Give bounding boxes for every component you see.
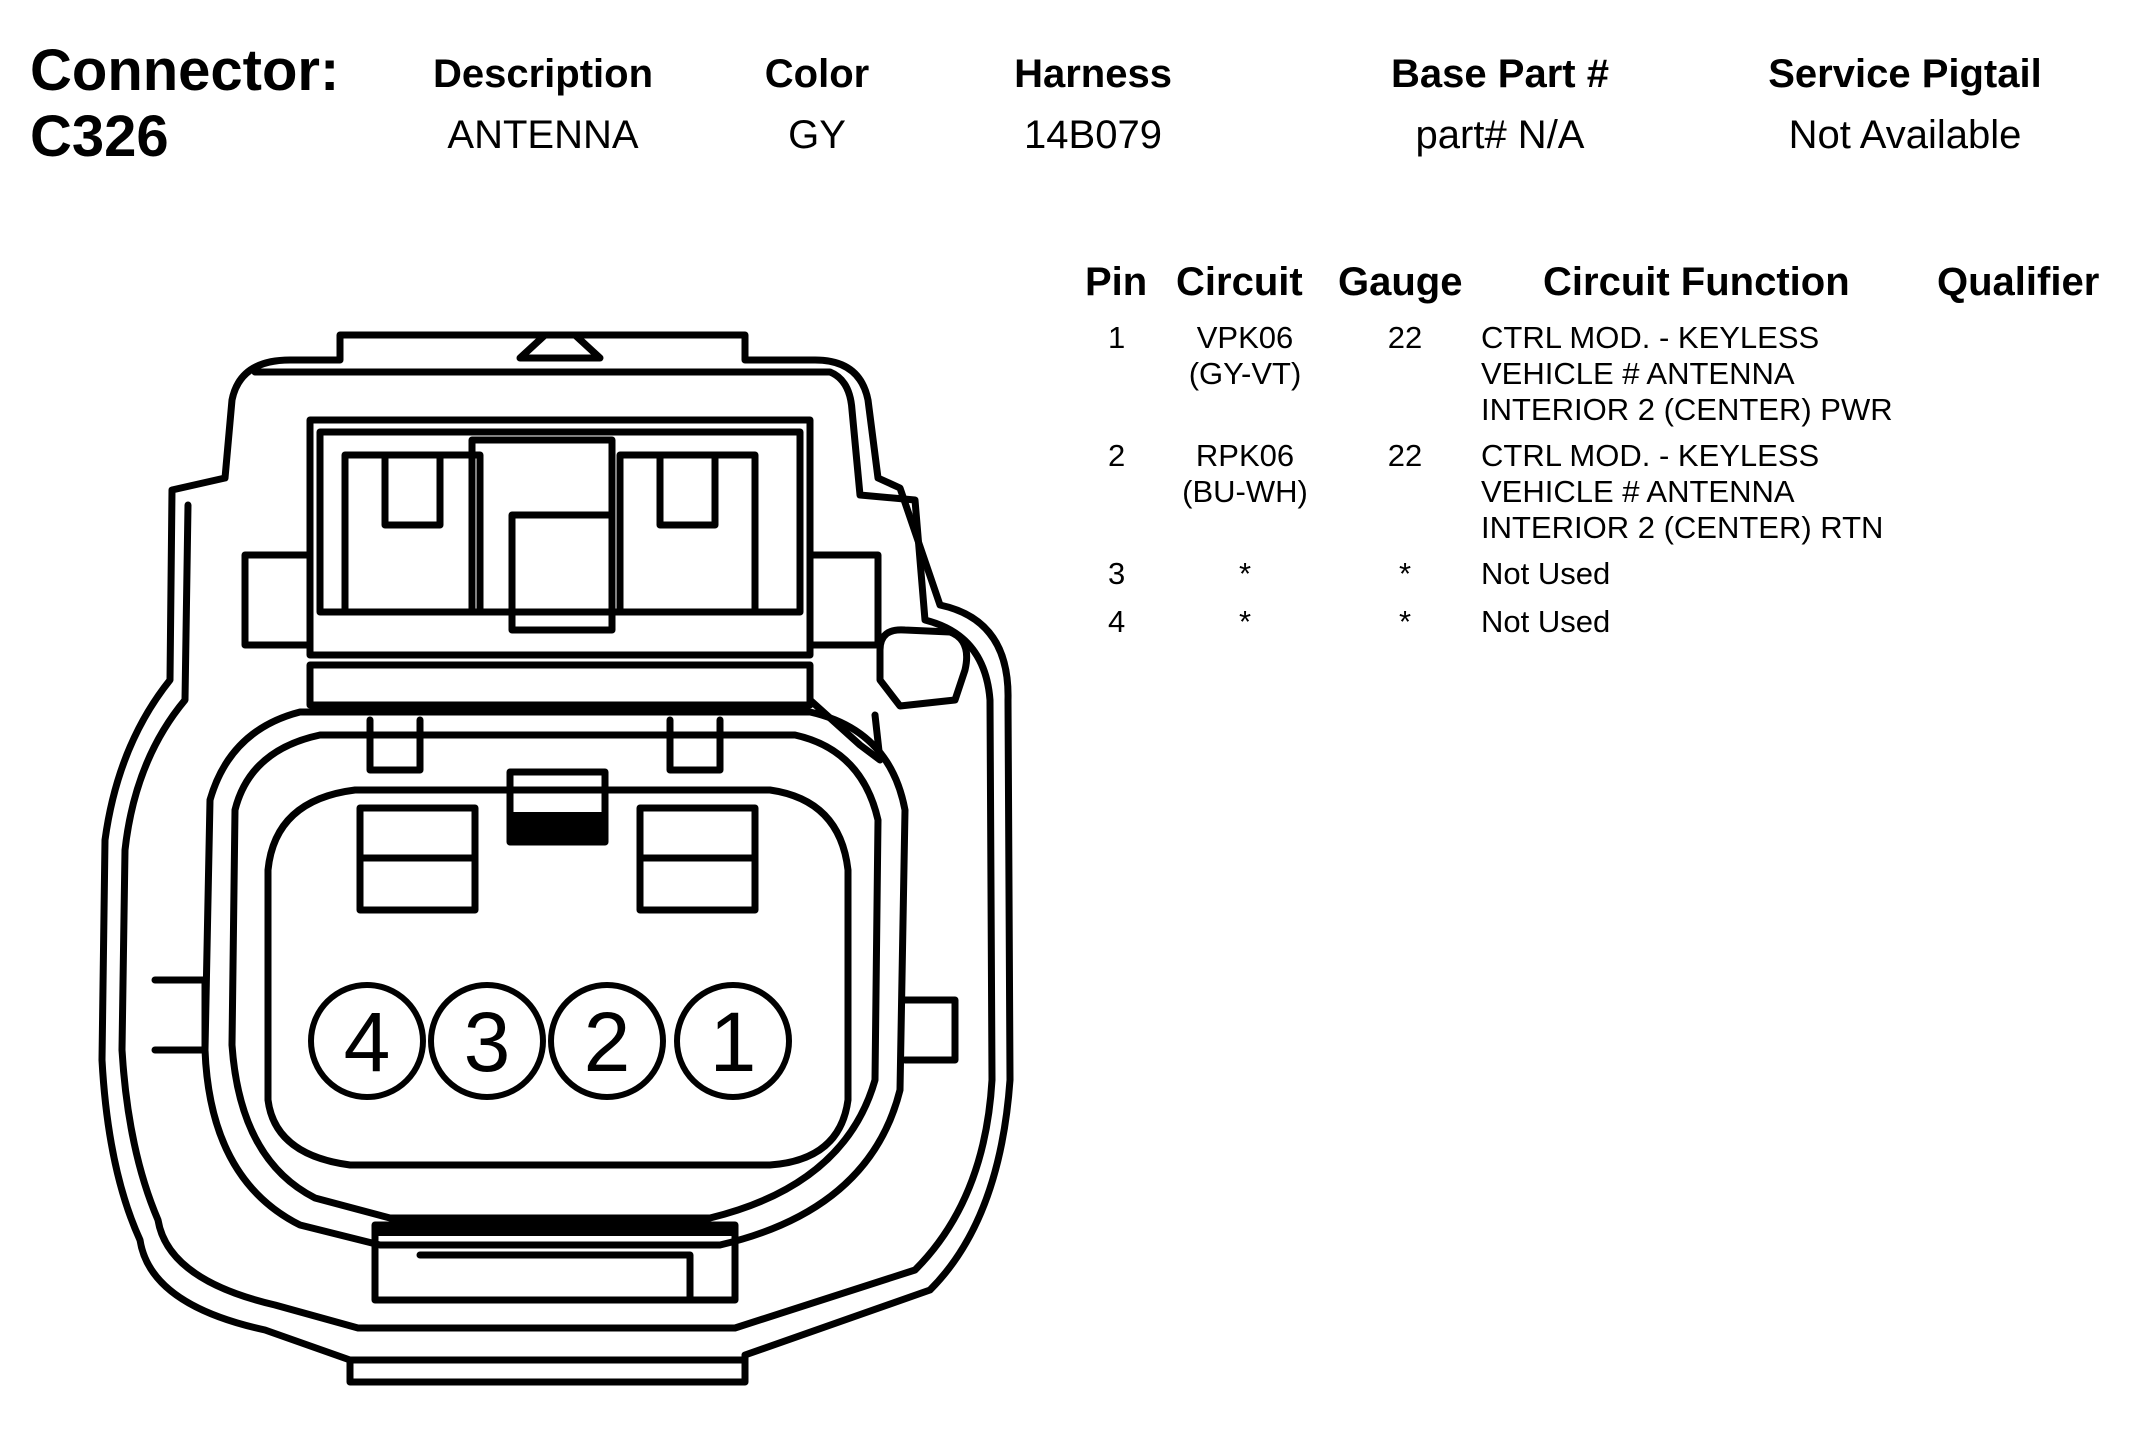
row1-pin: 1	[1108, 320, 1126, 355]
housing-inner-band	[201, 708, 909, 1249]
row2-circuit-line2: (BU-WH)	[1182, 474, 1308, 509]
pin-header: Pin	[1085, 260, 1148, 304]
housing-outer-outline-2	[118, 368, 996, 1332]
terminal-latch-left	[356, 804, 479, 914]
bottom-latch-inner	[416, 1251, 694, 1304]
service-pigtail-header: Service Pigtail	[1768, 52, 2042, 96]
side-clip	[876, 626, 971, 710]
side-clip-arm	[806, 696, 884, 764]
pin-4-circle	[308, 982, 426, 1100]
row1-function-line1: CTRL MOD. - KEYLESS	[1481, 320, 1820, 355]
color-value: GY	[788, 113, 846, 157]
left-wing	[151, 976, 209, 1054]
gauge-header: Gauge	[1338, 260, 1463, 304]
housing-outer-outline	[98, 331, 1014, 1386]
row2-circuit-line1: RPK06	[1195, 438, 1295, 473]
cavity-top-bar-2	[666, 716, 724, 774]
description-header: Description	[432, 52, 654, 96]
connector-label: Connector:	[30, 38, 340, 103]
row1-gauge: 22	[1387, 320, 1423, 355]
row1-circuit-line2: (GY-VT)	[1188, 356, 1302, 391]
cavity-top-bar	[366, 716, 424, 774]
row4-function: Not Used	[1481, 604, 1611, 639]
row4-circuit: *	[1238, 604, 1252, 639]
harness-header: Harness	[1014, 52, 1172, 96]
circuit-function-header: Circuit Function	[1543, 260, 1850, 304]
row3-gauge: *	[1398, 556, 1412, 591]
pin-1-label: 1	[710, 995, 757, 1089]
row3-function: Not Used	[1481, 556, 1611, 591]
pin-1-circle	[674, 982, 792, 1100]
row1-circuit-line1: VPK06	[1196, 320, 1294, 355]
latch-left-cavity	[341, 451, 484, 616]
description-value: ANTENNA	[447, 113, 639, 157]
harness-value: 14B079	[1024, 113, 1162, 157]
right-wing	[901, 996, 959, 1064]
latch-right-tab	[656, 451, 719, 529]
pin-cavity	[264, 786, 852, 1169]
qualifier-header: Qualifier	[1937, 260, 2100, 304]
color-header: Color	[764, 52, 870, 96]
connector-id: C326	[30, 104, 169, 169]
key-slot-fill	[510, 812, 605, 842]
bottom-latch	[371, 1221, 739, 1304]
base-part-value: part# N/A	[1415, 113, 1585, 157]
latch-center-block	[468, 436, 616, 616]
bottom-latch-bar	[375, 1222, 735, 1236]
pin-4-label: 4	[344, 995, 391, 1089]
terminal-latch-right	[636, 804, 759, 914]
row2-function-line3: INTERIOR 2 (CENTER) RTN	[1481, 510, 1884, 545]
row2-function-line1: CTRL MOD. - KEYLESS	[1481, 438, 1820, 473]
row1-function-line3: INTERIOR 2 (CENTER) PWR	[1481, 392, 1893, 427]
row2-gauge: 22	[1387, 438, 1423, 473]
pin-3-circle	[428, 982, 546, 1100]
latch-base-bar	[306, 661, 814, 709]
pin-2-label: 2	[584, 995, 631, 1089]
circuit-header: Circuit	[1176, 260, 1303, 304]
row4-pin: 4	[1108, 604, 1126, 639]
pin-2-circle	[548, 982, 666, 1100]
row2-pin: 2	[1108, 438, 1126, 473]
latch-right-cavity	[616, 451, 759, 616]
housing-inner-band-2	[228, 731, 882, 1222]
latch-inner-box	[316, 428, 804, 616]
service-pigtail-value: Not Available	[1788, 113, 2022, 157]
pin-3-label: 3	[464, 995, 511, 1089]
latch-ridge	[516, 331, 604, 362]
base-part-header: Base Part #	[1391, 52, 1609, 96]
row1-function-line2: VEHICLE # ANTENNA	[1481, 356, 1795, 391]
latch-center-slot	[508, 511, 616, 634]
latch-right-side	[806, 551, 882, 649]
latch-left-tab	[381, 451, 444, 529]
row3-pin: 3	[1108, 556, 1126, 591]
connector-face-diagram: 4 3 2 1	[98, 331, 1014, 1386]
row2-function-line2: VEHICLE # ANTENNA	[1481, 474, 1795, 509]
row4-gauge: *	[1398, 604, 1412, 639]
latch-left-side	[241, 551, 314, 649]
row3-circuit: *	[1238, 556, 1252, 591]
